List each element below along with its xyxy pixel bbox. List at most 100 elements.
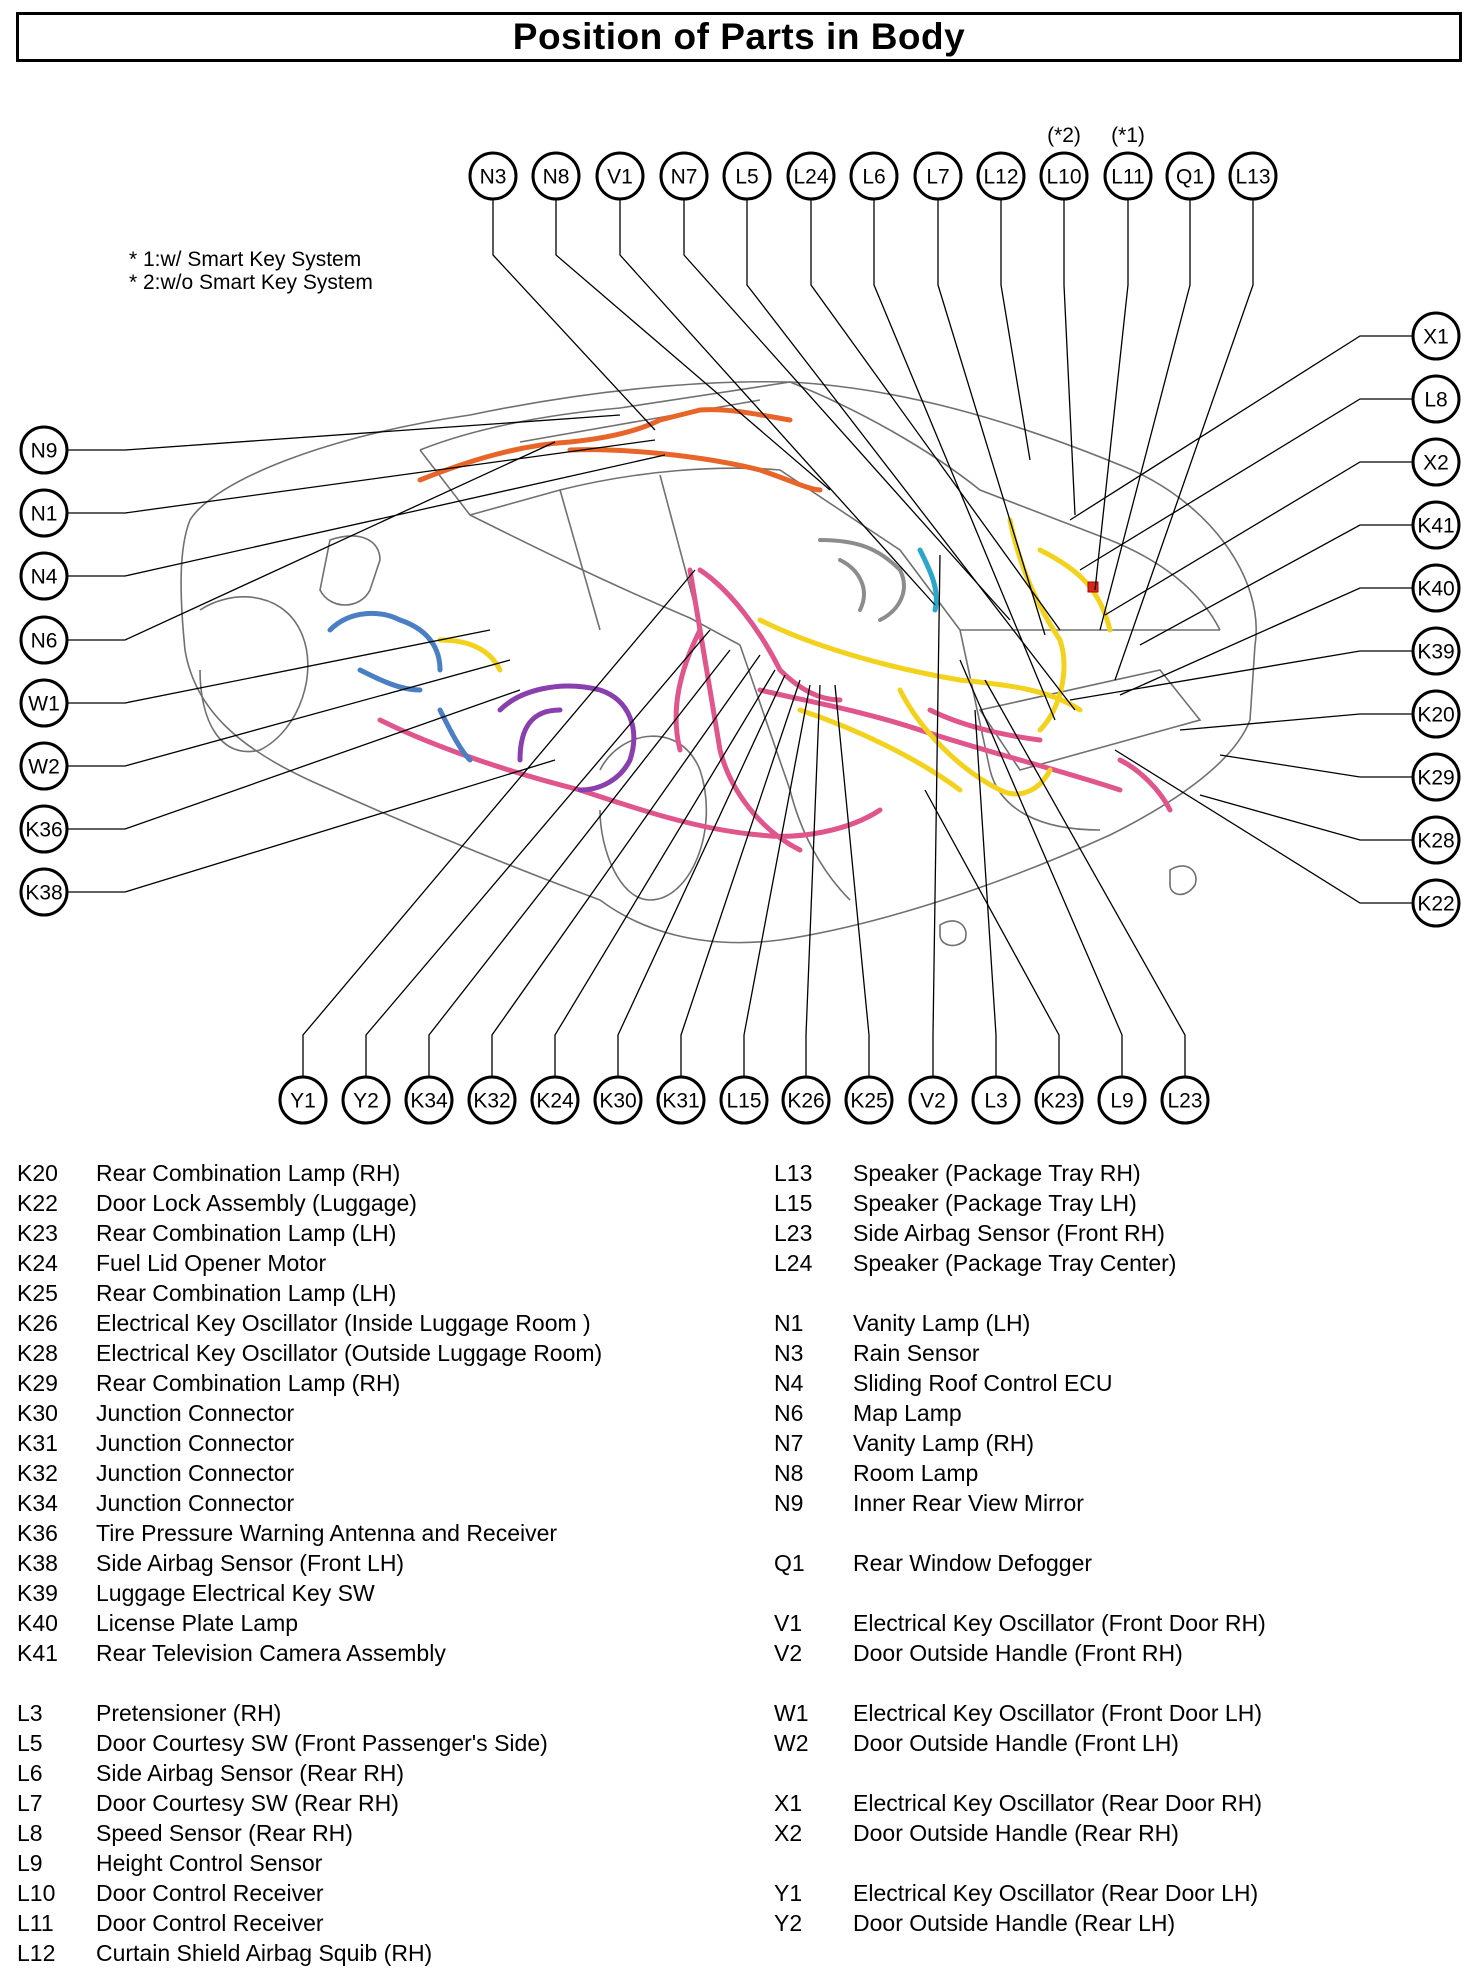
legend-description: Rear Window Defogger xyxy=(853,1550,1093,1576)
callout-label: L3 xyxy=(984,1090,1007,1113)
legend-code: L9 xyxy=(17,1850,43,1876)
legend-code: X2 xyxy=(774,1820,803,1846)
callout-label: Q1 xyxy=(1176,166,1204,189)
callout-label: K28 xyxy=(1417,830,1454,853)
note-smart-key: * 1:w/ Smart Key System xyxy=(129,248,362,271)
legend-code: K20 xyxy=(17,1160,58,1186)
callout-label: X2 xyxy=(1423,452,1449,475)
page-title: Position of Parts in Body xyxy=(512,16,966,57)
callout-n6: N6 xyxy=(19,615,69,665)
red-connector xyxy=(1087,581,1099,593)
legend-description: Door Lock Assembly (Luggage) xyxy=(96,1190,417,1216)
legend-description: Door Courtesy SW (Rear RH) xyxy=(96,1790,399,1816)
blue-harness xyxy=(327,610,473,763)
callout-label: Y1 xyxy=(290,1090,316,1113)
legend-description: Rear Combination Lamp (LH) xyxy=(96,1220,397,1246)
callout-label: K26 xyxy=(787,1090,824,1113)
callout-label: N8 xyxy=(543,166,570,189)
legend-code: K38 xyxy=(17,1550,58,1576)
legend-code: K32 xyxy=(17,1460,58,1486)
legend-description: Inner Rear View Mirror xyxy=(853,1490,1084,1516)
callout-label: L6 xyxy=(862,166,885,189)
legend-description: Side Airbag Sensor (Front RH) xyxy=(853,1220,1165,1246)
gray-harness xyxy=(818,538,906,622)
legend-description: Rear Combination Lamp (RH) xyxy=(96,1160,401,1186)
legend-code: K22 xyxy=(17,1190,58,1216)
legend-description: Junction Connector xyxy=(96,1490,295,1516)
legend-code: K40 xyxy=(17,1610,58,1636)
legend-description: Electrical Key Oscillator (Front Door LH… xyxy=(853,1700,1262,1726)
legend-description: Vanity Lamp (LH) xyxy=(853,1310,1031,1336)
yellow-harness-door xyxy=(437,637,963,793)
legend-description: Door Outside Handle (Front LH) xyxy=(853,1730,1179,1756)
legend-code: X1 xyxy=(774,1790,803,1816)
legend-code: N1 xyxy=(774,1310,804,1336)
callout-label: Y2 xyxy=(353,1090,379,1113)
callout-leader-lines xyxy=(67,199,1413,1077)
legend-description: Electrical Key Oscillator (Inside Luggag… xyxy=(96,1310,591,1336)
callout-label: K30 xyxy=(599,1090,636,1113)
legend-description: Junction Connector xyxy=(96,1460,295,1486)
callout-label: L15 xyxy=(726,1090,761,1113)
callout-n3: N3 xyxy=(468,151,518,201)
callout-label: K22 xyxy=(1417,893,1454,916)
callout-label: L9 xyxy=(1110,1090,1133,1113)
legend-description: Rear Combination Lamp (LH) xyxy=(96,1280,397,1306)
legend-code: L12 xyxy=(17,1940,56,1966)
callout-label: K32 xyxy=(473,1090,510,1113)
callout-label: K25 xyxy=(850,1090,887,1113)
callout-k26: K26 xyxy=(781,1075,831,1125)
car-outline xyxy=(180,380,1257,947)
legend-code: K25 xyxy=(17,1280,58,1306)
callout-label: L23 xyxy=(1167,1090,1202,1113)
callout-k29: K29 xyxy=(1411,752,1461,802)
legend-code: V2 xyxy=(774,1640,803,1666)
callout-l9: L9 xyxy=(1097,1075,1147,1125)
legend-description: Electrical Key Oscillator (Rear Door RH) xyxy=(853,1790,1262,1816)
callout-label: L7 xyxy=(926,166,949,189)
callout-label: K36 xyxy=(25,819,62,842)
callout-n1: N1 xyxy=(19,488,69,538)
legend-description: Door Courtesy SW (Front Passenger's Side… xyxy=(96,1730,548,1756)
callout-l3: L3 xyxy=(971,1075,1021,1125)
callout-label: W1 xyxy=(28,693,60,716)
callout-l23: L23 xyxy=(1160,1075,1210,1125)
callout-label: K24 xyxy=(536,1090,574,1113)
callout-label: L10 xyxy=(1046,166,1081,189)
callout-label: K38 xyxy=(25,882,62,905)
wire-harnesses xyxy=(327,407,1173,853)
callout-k31: K31 xyxy=(656,1075,706,1125)
legend-code: W1 xyxy=(774,1700,809,1726)
callout-k25: K25 xyxy=(844,1075,894,1125)
pink-harness-floor xyxy=(377,567,1173,853)
callout-k32: K32 xyxy=(467,1075,517,1125)
legend-code: K39 xyxy=(17,1580,58,1606)
legend-code: Q1 xyxy=(774,1550,805,1576)
legend-code: V1 xyxy=(774,1610,803,1636)
yellow-harness-luggage xyxy=(757,517,1113,797)
callout-w2: W2 xyxy=(19,741,69,791)
legend-description: Door Control Receiver xyxy=(96,1910,324,1936)
legend-description: Luggage Electrical Key SW xyxy=(96,1580,375,1606)
legend-description: Junction Connector xyxy=(96,1400,295,1426)
purple-harness xyxy=(497,683,637,793)
callout-l5: L5 xyxy=(722,151,772,201)
superscript-l10: (*2) xyxy=(1047,124,1081,147)
superscript-l11: (*1) xyxy=(1111,124,1145,147)
callout-w1: W1 xyxy=(19,678,69,728)
legend-description: Side Airbag Sensor (Front LH) xyxy=(96,1550,405,1576)
callout-l6: L6 xyxy=(849,151,899,201)
legend-code: L11 xyxy=(17,1910,54,1936)
legend-description: Room Lamp xyxy=(853,1460,979,1486)
pink-harness-pillar xyxy=(673,567,843,753)
legend-description: Fuel Lid Opener Motor xyxy=(96,1250,327,1276)
legend-description: License Plate Lamp xyxy=(96,1610,299,1636)
legend-code: L5 xyxy=(17,1730,43,1756)
legend-code: L3 xyxy=(17,1700,43,1726)
legend-code: K29 xyxy=(17,1370,58,1396)
callout-label: K29 xyxy=(1417,767,1454,790)
legend-code: Y1 xyxy=(774,1880,803,1906)
legend-code: N4 xyxy=(774,1370,804,1396)
legend-code: K41 xyxy=(17,1640,58,1666)
